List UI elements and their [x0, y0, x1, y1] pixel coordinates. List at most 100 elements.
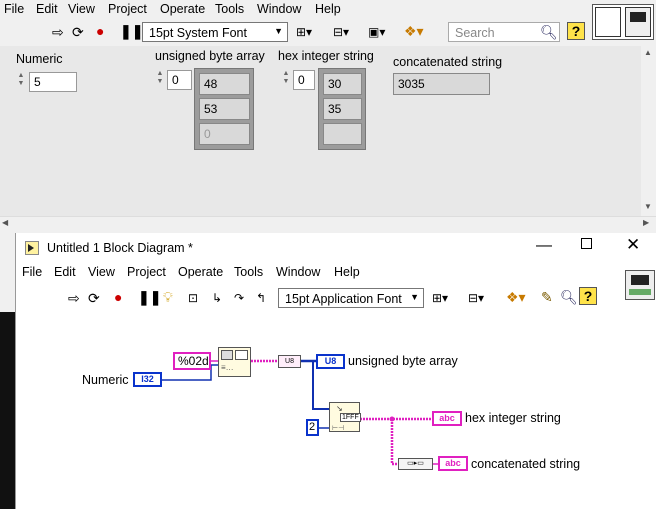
bd-run-continuously-icon[interactable]: ⟳ [88, 290, 100, 306]
width-constant[interactable]: 2 [306, 419, 319, 436]
concatenate-strings-node[interactable]: ▭▸▭ [398, 458, 433, 470]
bd-menu-project[interactable]: Project [127, 265, 166, 279]
scroll-right-icon[interactable]: ▶ [643, 218, 650, 227]
font-dropdown[interactable]: 15pt System Font ▼ [142, 22, 288, 42]
menu-view[interactable]: View [68, 2, 95, 16]
bd-run-arrow-icon[interactable]: ⇨ [68, 290, 80, 306]
menu-operate[interactable]: Operate [160, 2, 206, 16]
run-continuously-icon[interactable]: ⟳ [72, 24, 84, 40]
background-dark-strip [0, 312, 15, 509]
u8-indicator-label: unsigned byte array [348, 354, 458, 368]
bd-search-icon[interactable]: 🔍︎ [560, 289, 578, 305]
bd-abort-icon[interactable]: ● [114, 289, 123, 305]
bd-reorder-icon[interactable]: ❖▾ [506, 289, 526, 305]
bd-distribute-objects-icon[interactable]: ⊟▾ [468, 291, 485, 305]
hex-string-indicator-label: hex integer string [465, 411, 561, 425]
wiring-layer [162, 359, 438, 466]
bd-pause-icon[interactable]: ❚❚ [138, 289, 162, 305]
bd-menu-tools[interactable]: Tools [234, 265, 264, 279]
front-panel-menubar: File Edit View Project Operate Tools Win… [0, 0, 590, 18]
bd-menu-operate[interactable]: Operate [178, 265, 224, 279]
uba-index-increment-icon[interactable]: ▲▼ [156, 70, 164, 85]
numeric-terminal[interactable]: I32 [133, 372, 162, 387]
reorder-icon[interactable]: ❖▾ [404, 23, 424, 39]
bd-chevron-down-icon: ▼ [410, 292, 419, 302]
front-panel-canvas: Numeric ▲▼ 5 unsigned byte array ▲▼ 0 48… [0, 46, 641, 216]
menu-edit[interactable]: Edit [36, 2, 58, 16]
bd-font-dropdown[interactable]: 15pt Application Font ▼ [278, 288, 424, 308]
hex-index-increment-icon[interactable]: ▲▼ [282, 70, 290, 85]
concatenated-string-label: concatenated string [393, 55, 503, 69]
hex-element-0: 30 [323, 73, 362, 95]
retain-wire-values-icon[interactable]: ⊡ [188, 291, 199, 305]
maximize-icon[interactable] [581, 238, 592, 249]
bd-menu-file[interactable]: File [22, 265, 43, 279]
format-icon [221, 350, 233, 360]
numeric-control[interactable]: 5 [29, 72, 77, 92]
resize-objects-icon[interactable]: ▣▾ [368, 25, 386, 39]
hex-integer-string-label: hex integer string [278, 49, 374, 63]
bd-font-dropdown-label: 15pt Application Font [285, 292, 402, 306]
bd-align-objects-icon[interactable]: ⊞▾ [432, 291, 449, 305]
abort-icon[interactable]: ● [96, 23, 105, 39]
menu-help[interactable]: Help [315, 2, 341, 16]
connector-pane-icon [595, 7, 621, 37]
block-diagram-canvas: %02d ≡… Numeric I32 U8 U8 unsigned byte … [16, 313, 656, 509]
close-icon[interactable]: ✕ [626, 235, 641, 254]
numeric-wire [162, 364, 218, 381]
menu-file[interactable]: File [4, 2, 25, 16]
concat-branch-wire [390, 419, 398, 466]
number-to-hex-string-node[interactable]: ↘ 1FFF ⊢⊣ [329, 402, 361, 432]
hex-index-display[interactable]: 0 [293, 70, 315, 90]
bd-context-help-icon[interactable]: ? [579, 287, 597, 305]
hex-icon: 1FFF [340, 413, 361, 422]
uba-index-display[interactable]: 0 [167, 70, 192, 90]
bd-menu-window[interactable]: Window [276, 265, 321, 279]
scroll-left-icon[interactable]: ◀ [2, 218, 9, 227]
uba-element-2: 0 [199, 123, 250, 145]
format-into-string-node[interactable]: ≡… [218, 347, 251, 377]
unsigned-byte-array-label: unsigned byte array [155, 49, 265, 63]
scroll-up-icon[interactable]: ▲ [644, 48, 652, 57]
window-title: Untitled 1 Block Diagram * [47, 241, 193, 255]
u8-array-indicator-terminal[interactable]: U8 [316, 354, 345, 369]
front-panel-horizontal-scrollbar[interactable]: ◀ ▶ [0, 216, 656, 230]
format-string-constant[interactable]: %02d [173, 352, 211, 370]
highlight-execution-icon[interactable]: 💡︎ [163, 289, 173, 305]
menu-tools[interactable]: Tools [215, 2, 245, 16]
vi-icon-connector-pane [592, 4, 654, 40]
menu-window[interactable]: Window [257, 2, 302, 16]
bd-menu-view[interactable]: View [88, 265, 115, 279]
numeric-increment-icon[interactable]: ▲▼ [17, 72, 25, 87]
concat-string-indicator-terminal[interactable]: abc [438, 456, 468, 471]
hex-string-indicator-terminal[interactable]: abc [432, 411, 462, 426]
uba-element-0: 48 [199, 73, 250, 95]
step-into-icon[interactable]: ↳ [212, 291, 223, 305]
block-diagram-window: Untitled 1 Block Diagram * — ✕ File Edit… [15, 233, 656, 509]
uba-element-1: 53 [199, 98, 250, 120]
scroll-down-icon[interactable]: ▼ [644, 202, 652, 211]
align-objects-icon[interactable]: ⊞▾ [296, 25, 313, 39]
string-to-byte-array-node[interactable]: U8 [278, 355, 301, 368]
bd-vi-icon [625, 270, 655, 300]
context-help-icon[interactable]: ? [567, 22, 585, 40]
concat-abc-type: abc [445, 458, 461, 468]
pause-icon[interactable]: ❚❚ [120, 23, 144, 39]
block-diagram-menubar: File Edit View Project Operate Tools Win… [16, 263, 656, 285]
hex-abc-type: abc [439, 413, 455, 423]
font-dropdown-label: 15pt System Font [149, 26, 247, 40]
distribute-objects-icon[interactable]: ⊟▾ [333, 25, 350, 39]
front-panel-vertical-scrollbar[interactable]: ▲ ▼ [641, 46, 656, 216]
bd-menu-help[interactable]: Help [334, 265, 360, 279]
minimize-icon[interactable]: — [536, 237, 552, 254]
step-over-icon[interactable]: ↷ [234, 291, 245, 305]
search-icon[interactable]: 🔍︎ [540, 24, 558, 40]
hex-element-1: 35 [323, 98, 362, 120]
step-out-icon[interactable]: ↰ [256, 291, 267, 305]
clean-up-diagram-icon[interactable]: ✎ [541, 289, 553, 305]
concat-string-indicator-label: concatenated string [471, 457, 581, 471]
bd-menu-edit[interactable]: Edit [54, 265, 76, 279]
run-arrow-icon[interactable]: ⇨ [52, 24, 64, 40]
menu-project[interactable]: Project [108, 2, 147, 16]
search-input[interactable]: Search [448, 22, 560, 42]
